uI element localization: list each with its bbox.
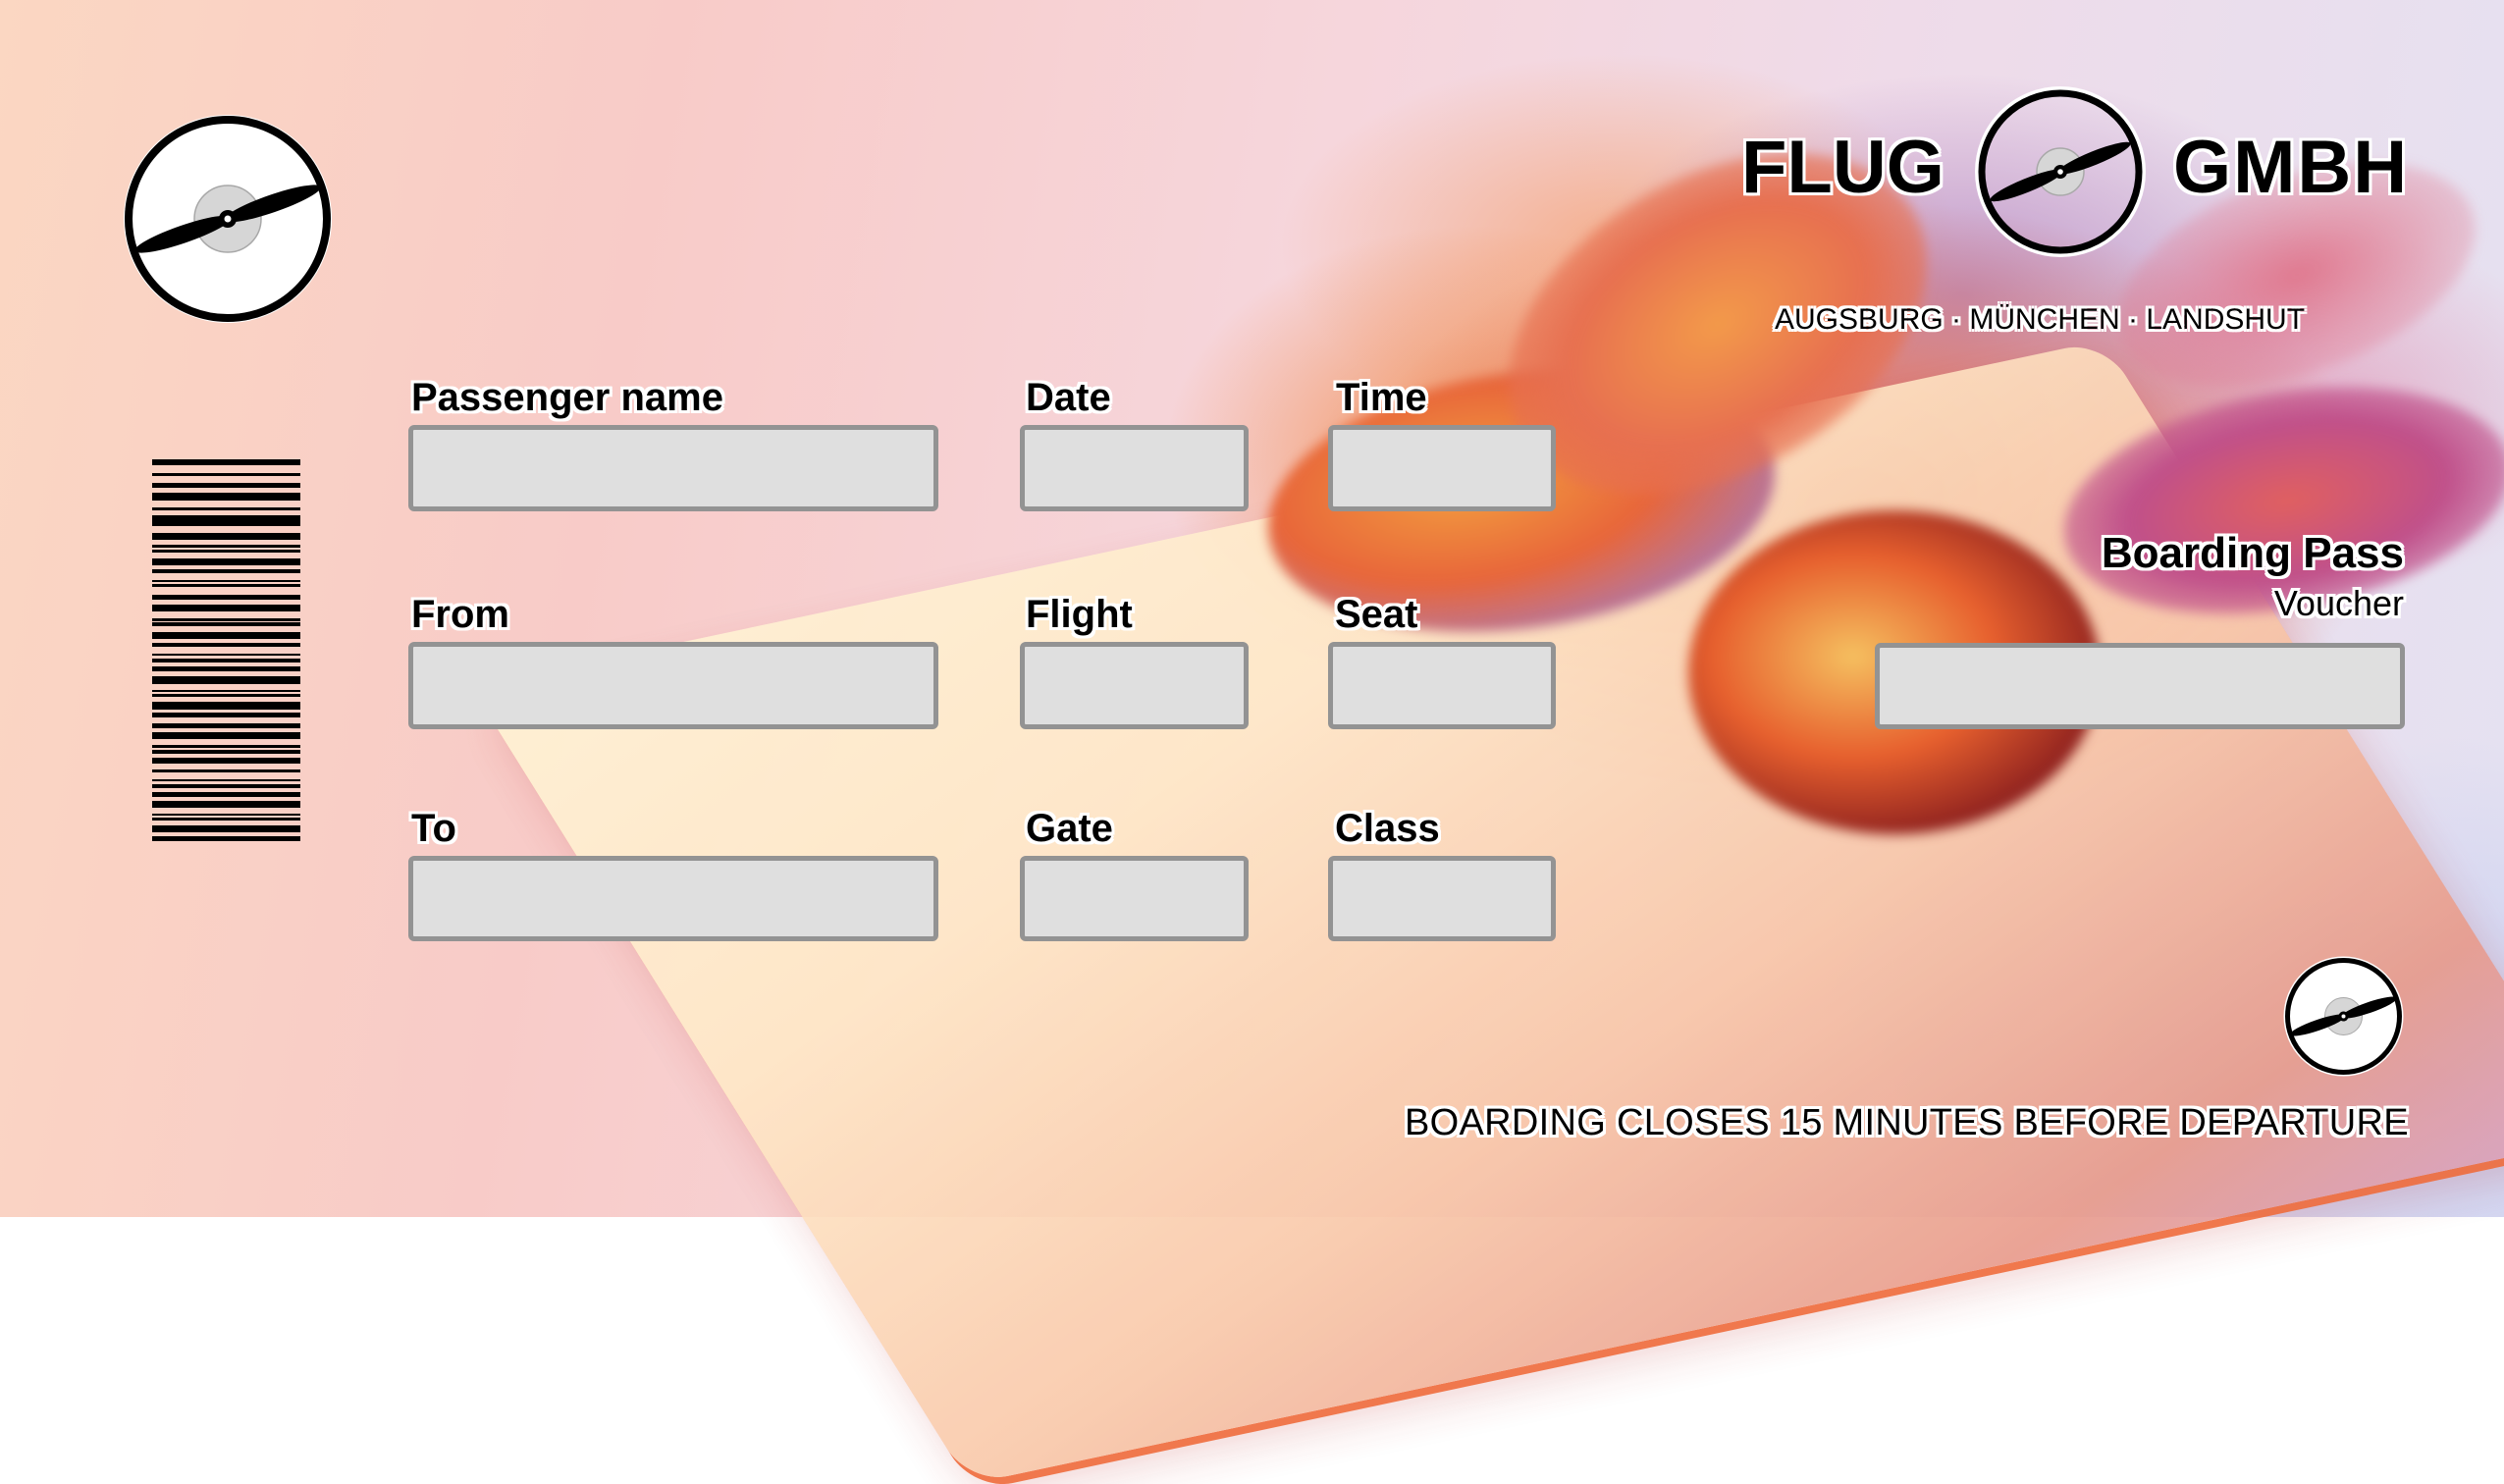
barcode-bar [152,558,300,565]
propeller-logo-icon [2283,956,2404,1077]
barcode-bar [152,550,300,553]
date-field[interactable] [1020,425,1249,511]
gate-field[interactable] [1020,856,1249,941]
to-field[interactable] [408,856,938,941]
barcode-bar [152,732,300,739]
barcode-bar [152,569,300,573]
class-field[interactable] [1328,856,1556,941]
brand-name-left: FLUG [1741,126,1945,209]
flight-label: Flight [1026,593,1133,636]
barcode-icon [152,459,300,842]
barcode-bar [152,483,300,488]
barcode-bar [152,818,300,821]
gate-label: Gate [1026,807,1113,850]
seat-label: Seat [1335,593,1418,636]
barcode-bar [152,545,300,548]
barcode-bar [152,507,300,510]
from-field[interactable] [408,642,938,729]
time-label: Time [1336,376,1427,419]
barcode-bar [152,659,300,662]
barcode-bar [152,622,300,626]
seat-field[interactable] [1328,642,1556,729]
flight-field[interactable] [1020,642,1249,729]
barcode-bar [152,836,300,841]
barcode-bar [152,690,300,692]
barcode-bar [152,702,300,710]
barcode-bar [152,792,300,797]
to-label: To [411,807,456,850]
ticket-title: Boarding Pass [2101,529,2404,577]
ticket-subtitle: Voucher [2273,583,2404,623]
from-label: From [411,593,509,636]
boarding-closes-notice: BOARDING CLOSES 15 MINUTES BEFORE DEPART… [1405,1102,2409,1143]
barcode-bar [152,784,300,788]
barcode-bar [152,533,300,540]
passenger-name-label: Passenger name [411,376,723,419]
barcode-bar [152,584,300,587]
barcode-bar [152,745,300,748]
propeller-logo-icon [1975,86,2146,257]
barcode-bar [152,825,300,832]
barcode-bar [152,723,300,728]
barcode-bar [152,779,300,781]
barcode-bar [152,618,300,621]
brand-cities: AUGSBURG · MÜNCHEN · LANDSHUT [1775,303,2306,336]
passenger-name-field[interactable] [408,425,938,511]
barcode-bar [152,473,300,476]
barcode-bar [152,814,300,816]
class-label: Class [1335,807,1440,850]
barcode-bar [152,493,300,501]
barcode-bar [152,654,300,656]
barcode-bar [152,801,300,808]
voucher-field[interactable] [1875,643,2405,729]
barcode-bar [152,632,300,639]
barcode-bar [152,595,300,600]
brand-name-right: GMBH [2173,126,2410,209]
propeller-logo-icon [124,115,332,323]
barcode-bar [152,515,300,526]
barcode-bar [152,459,300,465]
barcode-bar [152,694,300,697]
barcode-bar [152,580,300,582]
time-field[interactable] [1328,425,1556,511]
barcode-bar [152,758,300,764]
barcode-bar [152,605,300,611]
barcode-bar [152,750,300,754]
barcode-bar [152,769,300,772]
barcode-bar [152,666,300,671]
date-label: Date [1026,376,1111,419]
barcode-bar [152,713,300,717]
barcode-bar [152,676,300,684]
barcode-bar [152,643,300,647]
